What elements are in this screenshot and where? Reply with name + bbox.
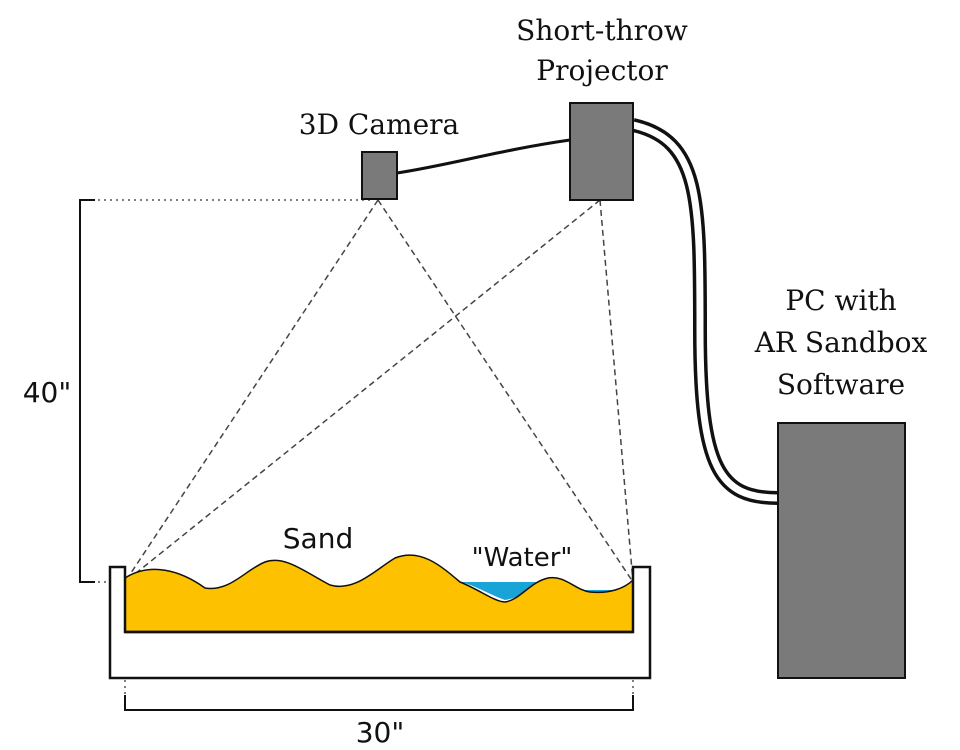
pc-label-line-2: AR Sandbox (754, 326, 928, 359)
sand-label: Sand (283, 522, 353, 555)
pc-label-line-1: PC with (785, 284, 896, 317)
projector-pc-cable-inner (632, 121, 779, 502)
width-dimension-bracket (124, 695, 634, 711)
camera-view-right (377, 199, 634, 583)
projector-view-right (599, 199, 634, 583)
projector-view-left (124, 199, 601, 583)
height-dimension-bracket (79, 199, 95, 583)
projector-box (569, 102, 634, 201)
width-label: 30" (356, 716, 405, 749)
water-label: "Water" (472, 543, 573, 573)
pc-label-line-3: Software (777, 368, 905, 401)
sandbox-container (108, 565, 652, 680)
camera-view-left (124, 199, 379, 583)
camera-projector-cable (396, 138, 571, 175)
water-fill (460, 582, 540, 600)
camera-label: 3D Camera (299, 108, 459, 141)
camera-box (361, 151, 398, 200)
height-label: 40" (23, 376, 72, 409)
sand-fill (124, 554, 634, 633)
projector-label-line-2: Projector (536, 54, 668, 87)
projector-label-line-1: Short-throw (516, 14, 688, 47)
pc-box (777, 422, 906, 679)
